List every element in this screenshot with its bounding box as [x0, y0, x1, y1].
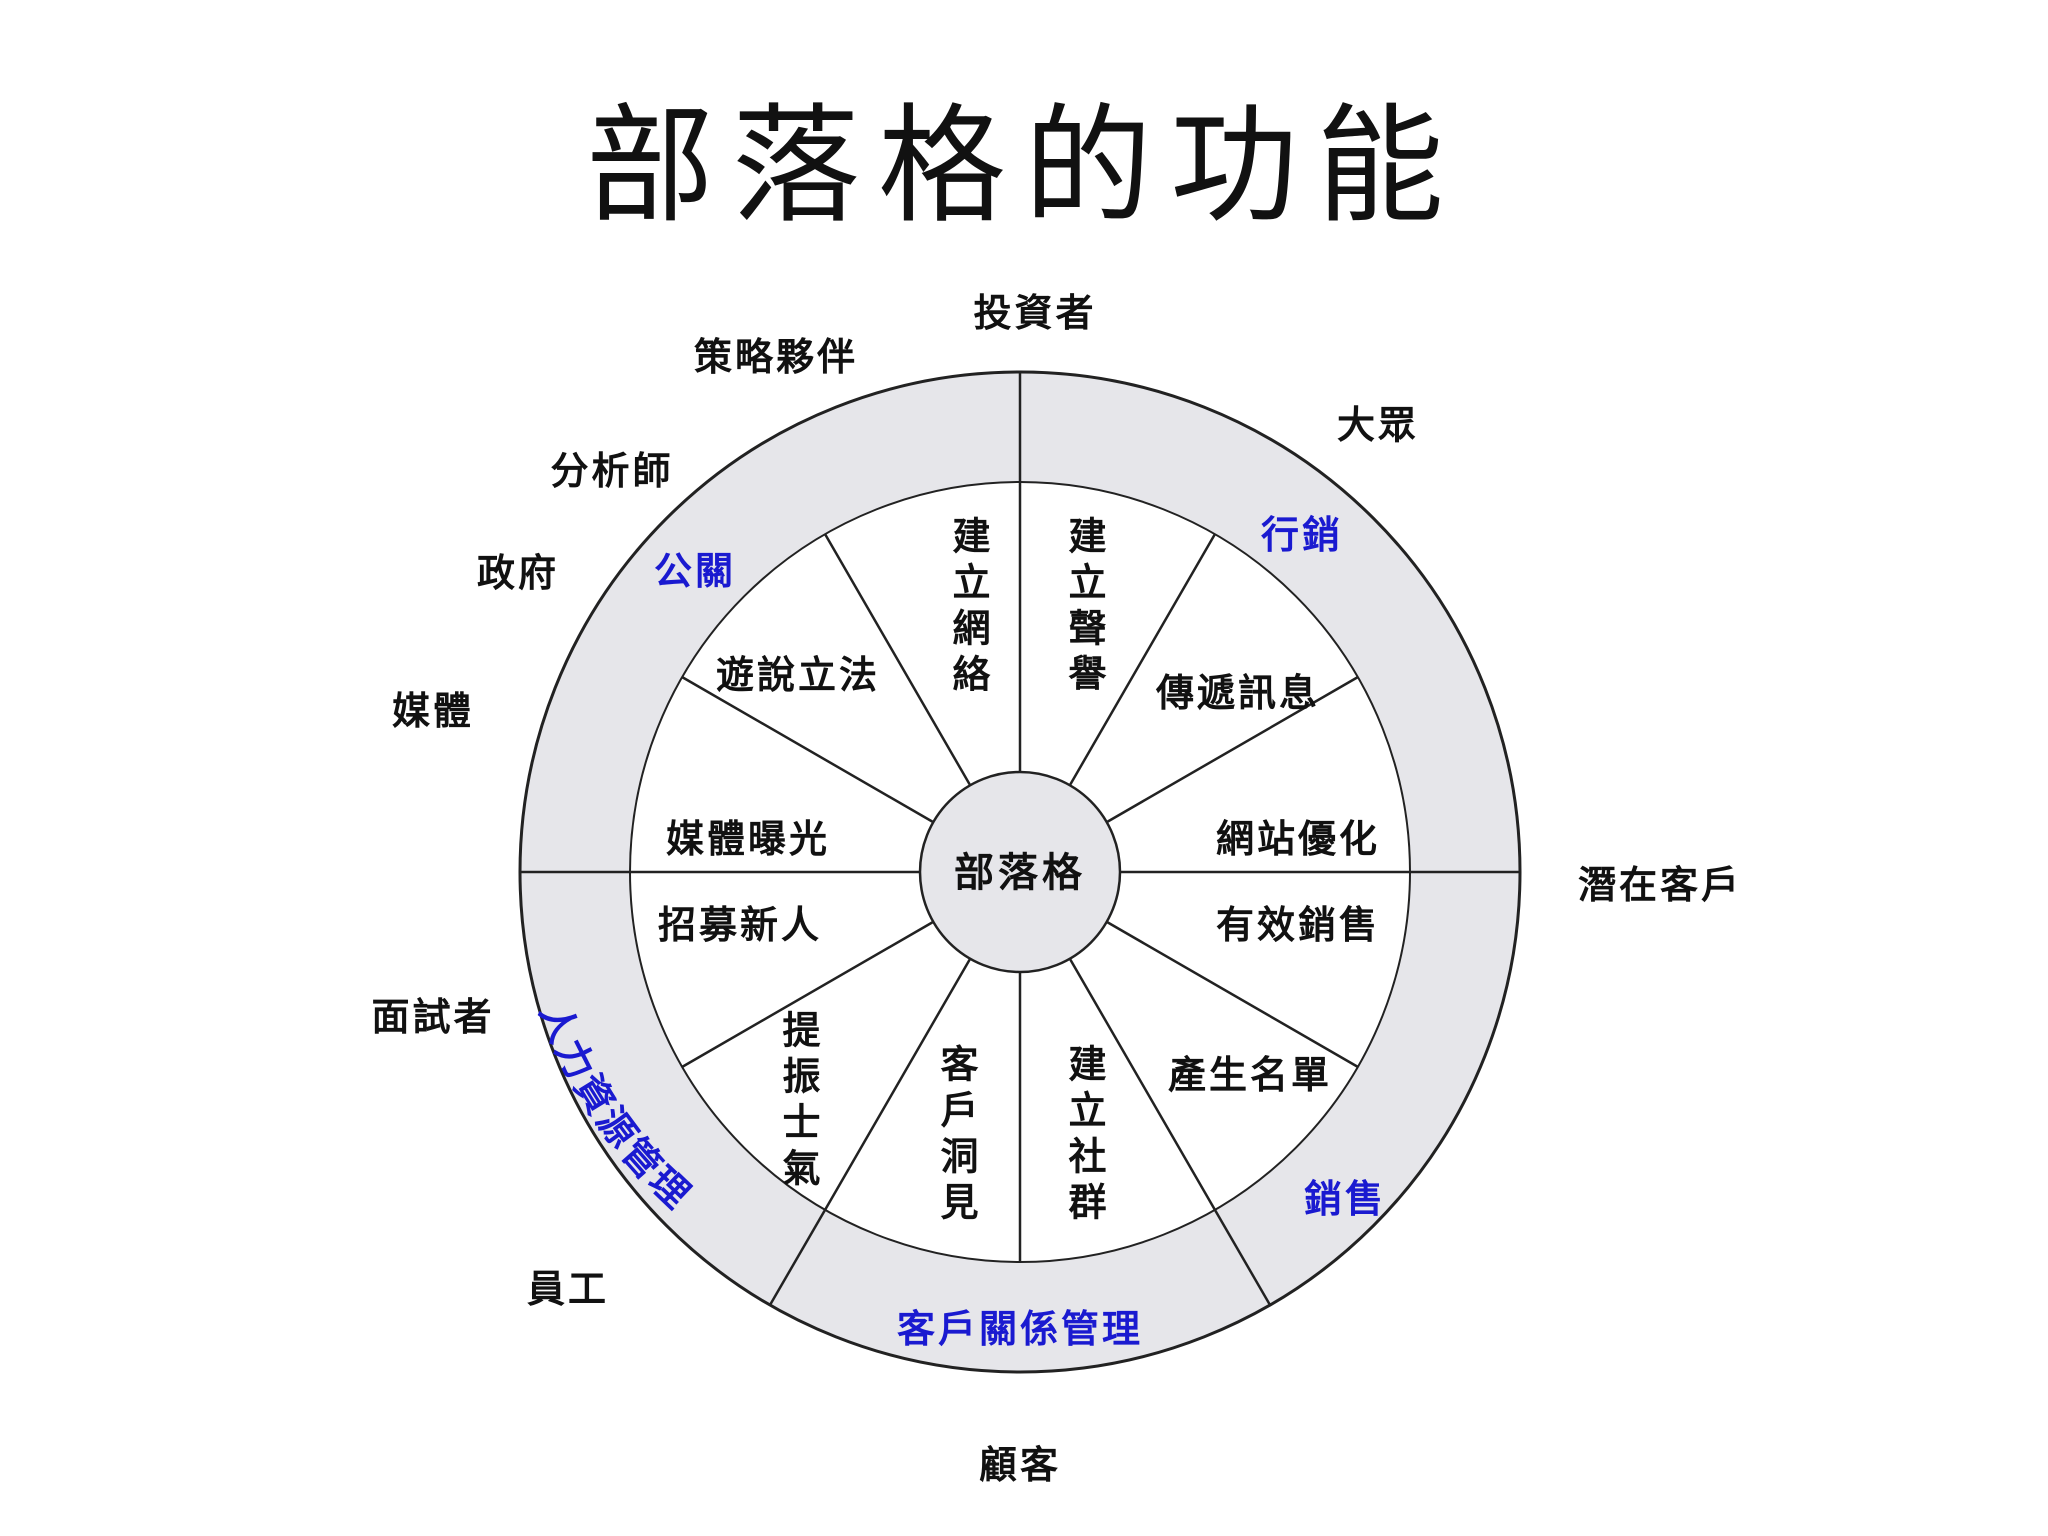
- stakeholder-analysts: 分析師: [550, 449, 673, 493]
- segment-effective-sales: 有效銷售: [1216, 903, 1380, 947]
- segment-dividers: [630, 482, 1410, 1262]
- stakeholder-employees: 員工: [527, 1267, 609, 1311]
- domain-marketing: 行銷: [1261, 513, 1343, 557]
- stakeholder-strategic-partners: 策略夥伴: [694, 335, 858, 379]
- center-label: 部落格: [954, 850, 1086, 896]
- segment-convey-message: 傳遞訊息: [1155, 671, 1320, 715]
- stakeholder-public: 大眾: [1337, 403, 1419, 447]
- segment-morale-boost: 提振士氣: [776, 1010, 820, 1194]
- segment-customer-insight: 客戶洞見: [934, 1043, 978, 1228]
- stakeholder-prospects: 潛在客戶: [1578, 863, 1742, 907]
- segment-build-community: 建立社群: [1062, 1044, 1106, 1228]
- domain-crm: 客戶關係管理: [897, 1307, 1143, 1351]
- segment-build-network: 建立網絡: [946, 516, 990, 700]
- domain-pr: 公關: [654, 549, 736, 593]
- ring-dividers: [520, 372, 1520, 1306]
- segment-lead-generation: 產生名單: [1168, 1053, 1332, 1097]
- page-title: 部落格的功能: [585, 92, 1462, 241]
- segment-lobbying: 遊說立法: [716, 653, 880, 697]
- stakeholder-interviewees: 面試者: [371, 995, 494, 1039]
- stakeholder-media: 媒體: [392, 689, 474, 733]
- segment-media-exposure: 媒體曝光: [666, 817, 830, 861]
- segment-recruit: 招募新人: [658, 903, 822, 947]
- stakeholder-customers: 顧客: [979, 1443, 1061, 1487]
- domain-sales: 銷售: [1304, 1177, 1386, 1221]
- segment-build-reputation: 建立聲譽: [1062, 516, 1106, 700]
- center-hub: [918, 770, 1122, 974]
- stakeholder-investors: 投資者: [973, 291, 1096, 335]
- stakeholder-government: 政府: [477, 551, 559, 595]
- segment-site-optimization: 網站優化: [1216, 817, 1380, 861]
